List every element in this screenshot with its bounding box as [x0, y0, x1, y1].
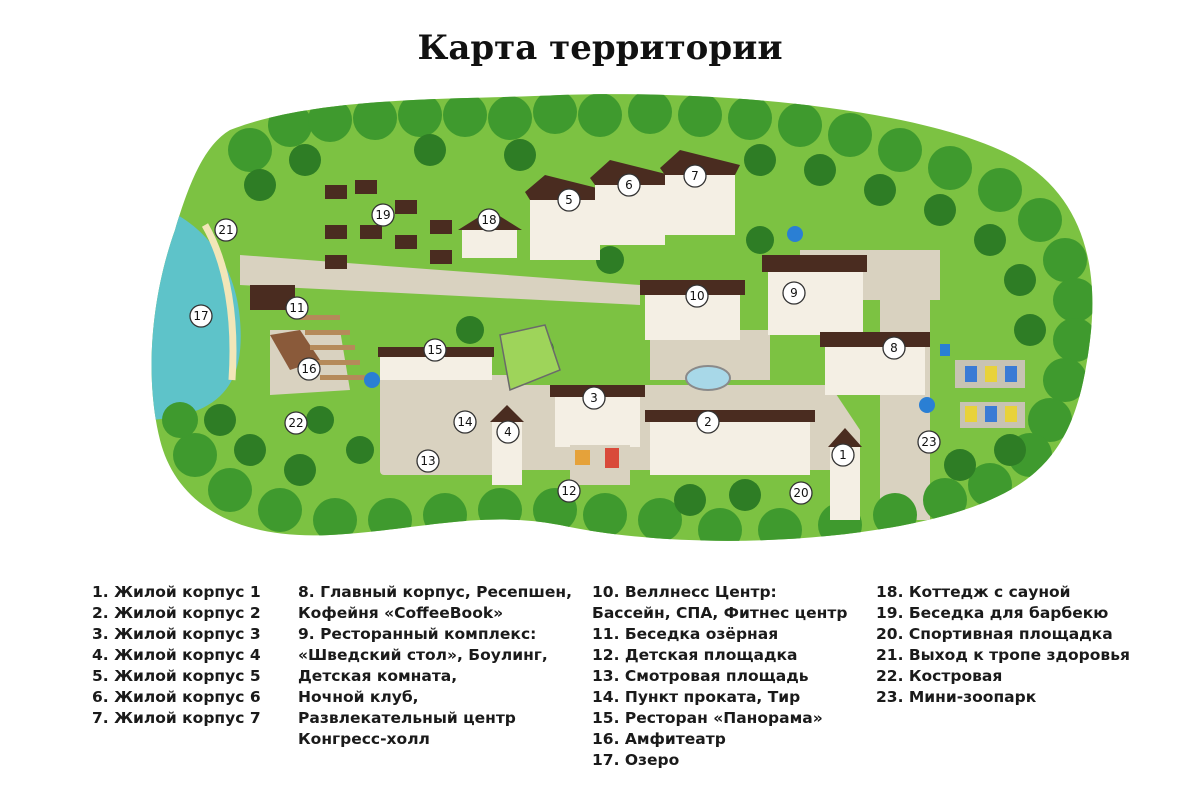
marker-23: 23 [917, 430, 941, 454]
legend-item: 23. Мини-зоопарк [876, 688, 1037, 706]
info-icon [364, 226, 935, 413]
restaurant-complex [762, 255, 867, 335]
marker-7: 7 [683, 164, 707, 188]
marker-21: 21 [214, 218, 238, 242]
marker-13: 13 [416, 449, 440, 473]
legend-item: 21. Выход к тропе здоровья [876, 646, 1130, 664]
svg-text:23: 23 [921, 435, 936, 449]
marker-10: 10 [685, 284, 709, 308]
marker-9: 9 [782, 281, 806, 305]
svg-text:16: 16 [301, 362, 316, 376]
legend-item: 22. Костровая [876, 667, 1003, 685]
marker-19: 19 [371, 203, 395, 227]
svg-text:12: 12 [561, 484, 576, 498]
fountain [685, 365, 731, 391]
residential-building-1 [828, 428, 862, 520]
legend-item: 18. Коттедж с сауной [876, 583, 1071, 601]
svg-text:8: 8 [890, 341, 898, 355]
playground [570, 445, 630, 485]
page-title: Карта территории [417, 28, 783, 68]
svg-text:5: 5 [565, 193, 573, 207]
legend-item: Ночной клуб, [298, 688, 419, 706]
marker-3: 3 [582, 386, 606, 410]
marker-12: 12 [557, 479, 581, 503]
legend-item: 19. Беседка для барбекю [876, 604, 1109, 622]
legend-item: 5. Жилой корпус 5 [92, 667, 261, 685]
svg-text:4: 4 [504, 425, 512, 439]
legend-item: 3. Жилой корпус 3 [92, 625, 261, 643]
lawn-area [499, 324, 561, 392]
marker-20: 20 [789, 481, 813, 505]
legend-item: 6. Жилой корпус 6 [92, 688, 261, 706]
svg-text:2: 2 [704, 415, 712, 429]
legend-item: Бассейн, СПА, Фитнес центр [592, 604, 848, 622]
svg-text:3: 3 [590, 391, 598, 405]
legend-item: 4. Жилой корпус 4 [92, 646, 261, 664]
residential-building-4 [490, 405, 524, 485]
legend-column-2: 8. Главный корпус, Ресепшен, Кофейня «Co… [298, 582, 572, 750]
parking-sign-icon [940, 344, 950, 356]
amphitheater-seats [300, 315, 365, 380]
parking [955, 360, 1025, 428]
legend-item: 1. Жилой корпус 1 [92, 583, 261, 601]
main-building [820, 332, 930, 395]
marker-6: 6 [617, 173, 641, 197]
svg-text:7: 7 [691, 169, 699, 183]
legend-item: Кофейня «CoffeeBook» [298, 604, 504, 622]
svg-text:18: 18 [481, 213, 496, 227]
svg-text:13: 13 [420, 454, 435, 468]
legend-item: 13. Смотровая площадь [592, 667, 809, 685]
legend-column-4: 18. Коттедж с сауной 19. Беседка для бар… [876, 582, 1130, 708]
bbq-gazebos [325, 180, 452, 269]
svg-text:17: 17 [193, 309, 208, 323]
legend-item: 10. Веллнесс Центр: [592, 583, 777, 601]
marker-17: 17 [189, 304, 213, 328]
svg-text:15: 15 [427, 343, 442, 357]
legend-item: Детская комната, [298, 667, 458, 685]
legend-item: 17. Озеро [592, 751, 680, 769]
legend-column-3: 10. Веллнесс Центр: Бассейн, СПА, Фитнес… [592, 582, 847, 771]
legend-item: 8. Главный корпус, Ресепшен, [298, 583, 572, 601]
legend-item: 11. Беседка озёрная [592, 625, 779, 643]
marker-11: 11 [285, 296, 309, 320]
svg-text:10: 10 [689, 289, 704, 303]
legend-item: 20. Спортивная площадка [876, 625, 1113, 643]
svg-text:14: 14 [457, 415, 472, 429]
legend-item: 2. Жилой корпус 2 [92, 604, 261, 622]
svg-text:11: 11 [289, 301, 304, 315]
legend-item: «Шведский стол», Боулинг, [298, 646, 548, 664]
marker-14: 14 [453, 410, 477, 434]
svg-text:19: 19 [375, 208, 390, 222]
legend-item: 9. Ресторанный комплекс: [298, 625, 537, 643]
legend-item: 14. Пункт проката, Тир [592, 688, 801, 706]
legend-item: Конгресс-холл [298, 730, 430, 748]
svg-text:21: 21 [218, 223, 233, 237]
marker-15: 15 [423, 338, 447, 362]
marker-2: 2 [696, 410, 720, 434]
svg-text:9: 9 [790, 286, 798, 300]
marker-1: 1 [831, 443, 855, 467]
marker-5: 5 [557, 188, 581, 212]
legend-item: 12. Детская площадка [592, 646, 798, 664]
svg-text:1: 1 [839, 448, 847, 462]
svg-text:20: 20 [793, 486, 808, 500]
legend-item: Развлекательный центр [298, 709, 516, 727]
legend-item: 7. Жилой корпус 7 [92, 709, 261, 727]
legend-item: 16. Амфитеатр [592, 730, 726, 748]
residential-building-2 [645, 410, 815, 475]
legend-column-1: 1. Жилой корпус 1 2. Жилой корпус 2 3. Ж… [92, 582, 261, 729]
marker-8: 8 [882, 336, 906, 360]
legend-item: 15. Ресторан «Панорама» [592, 709, 823, 727]
marker-18: 18 [477, 208, 501, 232]
svg-text:6: 6 [625, 178, 633, 192]
marker-4: 4 [496, 420, 520, 444]
marker-22: 22 [284, 411, 308, 435]
marker-16: 16 [297, 357, 321, 381]
svg-text:22: 22 [288, 416, 303, 430]
